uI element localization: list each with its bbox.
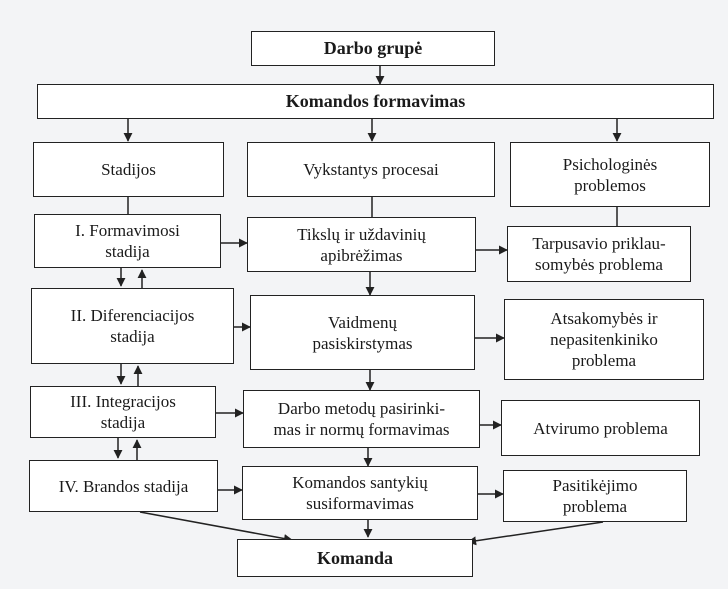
problem-3: Atvirumo problema [501,400,700,456]
header-processes: Vykstantys procesai [247,142,495,197]
problem-1: Tarpusavio priklau- somybės problema [507,226,691,282]
stage-2: II. Diferenciacijos stadija [31,288,234,364]
arrow-problem4-to-team [467,521,604,546]
stage-3: III. Integracijos stadija [30,386,216,438]
process-3: Darbo metodų pasirinki- mas ir normų for… [243,390,480,448]
stage-4: IV. Brandos stadija [29,460,218,512]
header-problems: Psichologinės problemos [510,142,710,207]
stage-1: I. Formavimosi stadija [34,214,221,268]
process-4: Komandos santykių susiformavimas [242,466,478,520]
process-2: Vaidmenų pasiskirstymas [250,295,475,370]
box-work-group: Darbo grupė [251,31,495,66]
header-stages: Stadijos [33,142,224,197]
process-1: Tikslų ir uždavinių apibrėžimas [247,217,476,272]
problem-4: Pasitikėjimo problema [503,470,687,522]
box-team-formation: Komandos formavimas [37,84,714,119]
box-team: Komanda [237,539,473,577]
problem-2: Atsakomybės ir nepasitenkiniko problema [504,299,704,380]
